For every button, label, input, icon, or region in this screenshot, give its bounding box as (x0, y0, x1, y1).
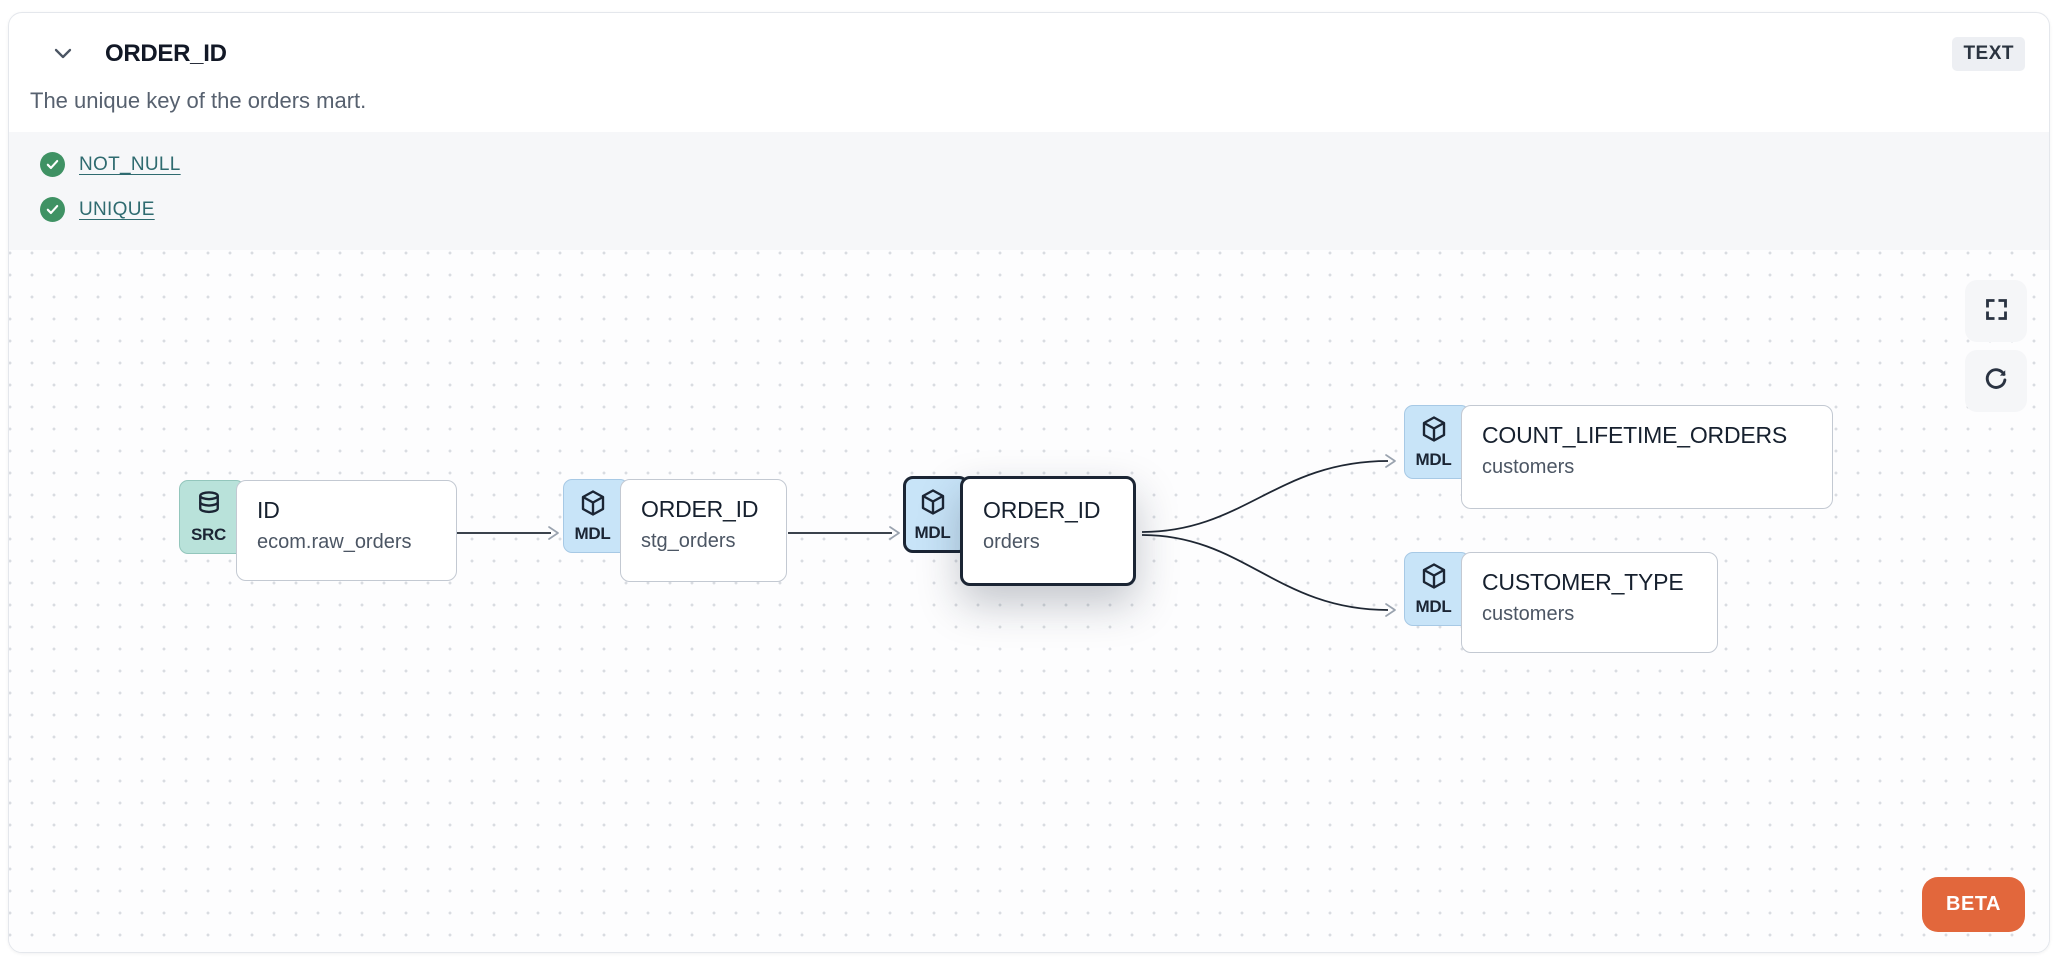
lineage-canvas[interactable]: SRC ID ecom.raw_orders MDL ORDE (9, 250, 2049, 952)
cube-icon (1419, 561, 1449, 596)
database-icon (194, 489, 224, 524)
node-title: ID (257, 497, 280, 523)
beta-badge: BETA (1922, 877, 2025, 932)
model-badge: MDL (1404, 405, 1470, 479)
cube-icon (578, 488, 608, 523)
test-row: UNIQUE (40, 197, 2025, 222)
node-badge-label: SRC (191, 525, 226, 544)
fullscreen-button[interactable] (1965, 280, 2027, 342)
test-link-unique[interactable]: UNIQUE (79, 198, 155, 220)
column-title: ORDER_ID (105, 40, 227, 67)
collapse-button[interactable] (49, 40, 77, 68)
node-badge-label: MDL (574, 524, 611, 543)
node-card: COUNT_LIFETIME_ORDERS customers (1461, 405, 1833, 509)
test-link-not-null[interactable]: NOT_NULL (79, 153, 181, 175)
check-circle-icon (40, 152, 65, 177)
test-row: NOT_NULL (40, 152, 2025, 177)
refresh-button[interactable] (1965, 350, 2027, 412)
check-circle-icon (40, 197, 65, 222)
fullscreen-icon (1983, 296, 2010, 326)
lineage-node-order-id-stg-orders[interactable]: MDL ORDER_ID stg_orders (563, 479, 787, 582)
node-subtitle: customers (1482, 603, 1575, 625)
chevron-down-icon (51, 41, 75, 68)
node-card: ID ecom.raw_orders (236, 480, 457, 581)
column-type-badge: TEXT (1952, 37, 2025, 71)
column-detail-panel: ORDER_ID TEXT The unique key of the orde… (8, 12, 2050, 953)
node-subtitle: orders (983, 531, 1040, 553)
model-badge: MDL (563, 479, 629, 553)
node-card: CUSTOMER_TYPE customers (1461, 552, 1718, 653)
lineage-node-id-raw-orders[interactable]: SRC ID ecom.raw_orders (179, 480, 457, 581)
node-subtitle: stg_orders (641, 530, 736, 552)
column-description: The unique key of the orders mart. (30, 88, 367, 113)
node-title: COUNT_LIFETIME_ORDERS (1482, 422, 1788, 448)
node-title: CUSTOMER_TYPE (1482, 569, 1684, 595)
node-subtitle: customers (1482, 456, 1575, 478)
lineage-node-order-id-orders-selected[interactable]: MDL ORDER_ID orders (903, 476, 1136, 586)
lineage-edges (457, 454, 1396, 617)
lineage-node-count-lifetime-orders[interactable]: MDL COUNT_LIFETIME_ORDERS customers (1404, 405, 1833, 509)
node-title: ORDER_ID (983, 497, 1101, 523)
node-title: ORDER_ID (641, 496, 759, 522)
refresh-icon (1982, 366, 2010, 397)
node-badge-label: MDL (1415, 450, 1452, 469)
cube-icon (1419, 414, 1449, 449)
node-badge-label: MDL (1415, 597, 1452, 616)
source-badge: SRC (179, 480, 245, 554)
tests-section: NOT_NULL UNIQUE (9, 132, 2049, 250)
node-card: ORDER_ID stg_orders (620, 479, 787, 582)
lineage-node-customer-type[interactable]: MDL CUSTOMER_TYPE customers (1404, 552, 1718, 653)
node-card: ORDER_ID orders (960, 476, 1136, 586)
node-badge-label: MDL (914, 522, 951, 542)
model-badge: MDL (1404, 552, 1470, 626)
node-subtitle: ecom.raw_orders (257, 531, 412, 553)
header: ORDER_ID TEXT (9, 13, 2049, 71)
cube-icon (918, 487, 948, 522)
